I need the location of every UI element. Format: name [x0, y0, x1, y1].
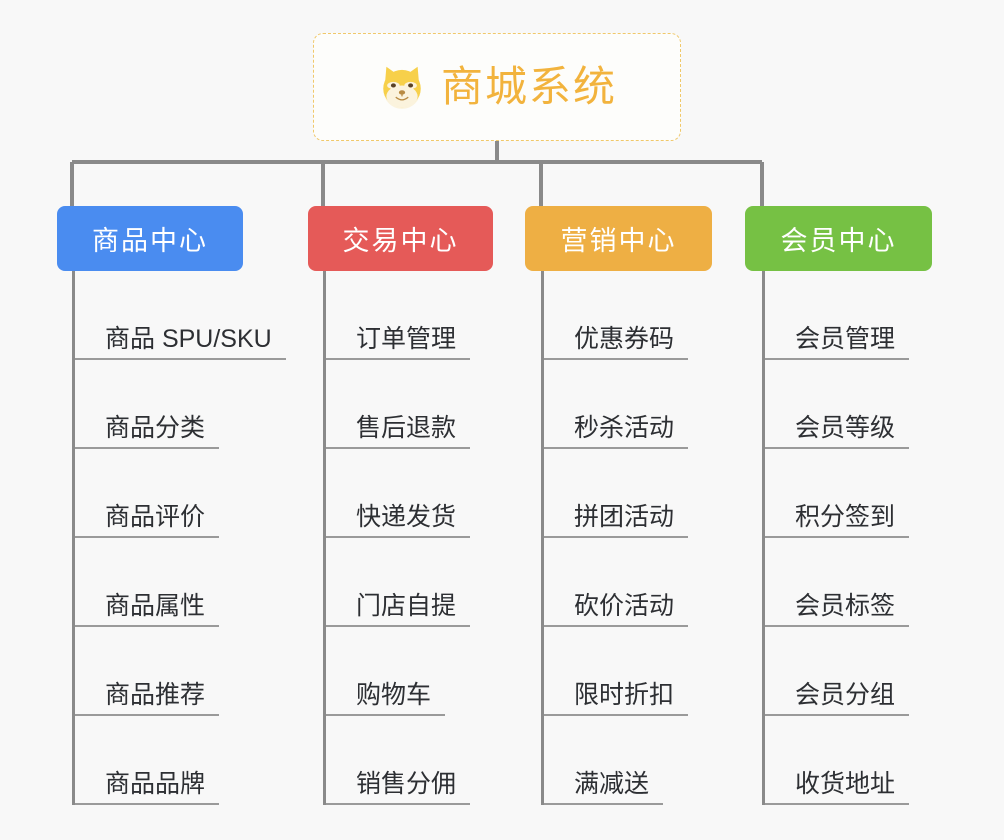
leaf-item-label: 砍价活动 — [544, 592, 689, 627]
leaf-item-label: 销售分佣 — [326, 770, 471, 805]
leaf-item-label: 拼团活动 — [544, 503, 689, 538]
leaf-item[interactable]: 商品推荐 — [72, 627, 286, 716]
leaf-item-label: 快递发货 — [326, 503, 471, 538]
column-spine — [323, 271, 326, 805]
category-header-label: 商品中心 — [92, 226, 208, 256]
leaf-item-label: 积分签到 — [765, 503, 910, 538]
category-header-label: 营销中心 — [560, 226, 677, 256]
leaf-item[interactable]: 满减送 — [541, 716, 688, 805]
leaf-item[interactable]: 售后退款 — [323, 360, 471, 449]
leaf-column-product-center: 商品 SPU/SKU 商品分类商品评价商品属性商品推荐商品品牌 — [72, 271, 286, 805]
leaf-item[interactable]: 拼团活动 — [541, 449, 689, 538]
leaf-item[interactable]: 优惠券码 — [541, 271, 689, 360]
leaf-item[interactable]: 砍价活动 — [541, 538, 689, 627]
leaf-item-label: 商品评价 — [75, 503, 220, 538]
category-header-member-center[interactable]: 会员中心 — [745, 206, 932, 271]
leaf-item[interactable]: 积分签到 — [762, 449, 910, 538]
leaf-item[interactable]: 限时折扣 — [541, 627, 689, 716]
leaf-item-label: 售后退款 — [326, 414, 471, 449]
leaf-item[interactable]: 购物车 — [323, 627, 470, 716]
leaf-item-label: 会员等级 — [765, 414, 910, 449]
column-spine — [762, 271, 765, 805]
leaf-item[interactable]: 会员管理 — [762, 271, 910, 360]
leaf-item-label: 满减送 — [544, 770, 664, 805]
leaf-item-label: 商品推荐 — [75, 681, 220, 716]
leaf-item[interactable]: 会员等级 — [762, 360, 910, 449]
leaf-item[interactable]: 销售分佣 — [323, 716, 471, 805]
leaf-item-label: 订单管理 — [326, 325, 471, 360]
leaf-item-label: 购物车 — [326, 681, 446, 716]
leaf-item-label: 商品品牌 — [75, 770, 220, 805]
leaf-item[interactable]: 快递发货 — [323, 449, 471, 538]
leaf-item[interactable]: 商品品牌 — [72, 716, 286, 805]
leaf-item[interactable]: 商品分类 — [72, 360, 286, 449]
leaf-item[interactable]: 订单管理 — [323, 271, 471, 360]
category-header-label: 会员中心 — [780, 226, 897, 256]
leaf-item[interactable]: 商品评价 — [72, 449, 286, 538]
column-spine — [541, 271, 544, 805]
leaf-item-label: 限时折扣 — [544, 681, 689, 716]
leaf-item[interactable]: 门店自提 — [323, 538, 471, 627]
leaf-item-label: 优惠券码 — [544, 325, 689, 360]
category-header-trade-center[interactable]: 交易中心 — [308, 206, 493, 271]
leaf-item[interactable]: 会员标签 — [762, 538, 910, 627]
leaf-item-label: 会员标签 — [765, 592, 910, 627]
leaf-column-member-center: 会员管理会员等级积分签到会员标签会员分组收货地址 — [762, 271, 910, 805]
column-spine — [72, 271, 75, 805]
leaf-item-label: 商品分类 — [75, 414, 220, 449]
leaf-item[interactable]: 商品属性 — [72, 538, 286, 627]
leaf-item[interactable]: 秒杀活动 — [541, 360, 689, 449]
leaf-item-label: 秒杀活动 — [544, 414, 689, 449]
category-header-marketing-center[interactable]: 营销中心 — [525, 206, 712, 271]
leaf-item-label: 商品 SPU/SKU — [75, 325, 286, 360]
leaf-item[interactable]: 会员分组 — [762, 627, 910, 716]
leaf-column-marketing-center: 优惠券码秒杀活动拼团活动砍价活动限时折扣满减送 — [541, 271, 689, 805]
leaf-item-label: 商品属性 — [75, 592, 220, 627]
leaf-item[interactable]: 商品 SPU/SKU — [72, 271, 286, 360]
dog-face-icon — [377, 62, 427, 112]
leaf-item-label: 收货地址 — [765, 770, 910, 805]
category-header-label: 交易中心 — [342, 226, 459, 256]
root-title: 商城系统 — [440, 63, 617, 110]
leaf-item-label: 会员管理 — [765, 325, 910, 360]
leaf-item-label: 门店自提 — [326, 592, 471, 627]
category-header-product-center[interactable]: 商品中心 — [57, 206, 243, 271]
leaf-item-label: 会员分组 — [765, 681, 910, 716]
leaf-column-trade-center: 订单管理售后退款快递发货门店自提购物车销售分佣 — [323, 271, 471, 805]
leaf-item[interactable]: 收货地址 — [762, 716, 910, 805]
root-node[interactable]: 商城系统 — [313, 33, 681, 141]
